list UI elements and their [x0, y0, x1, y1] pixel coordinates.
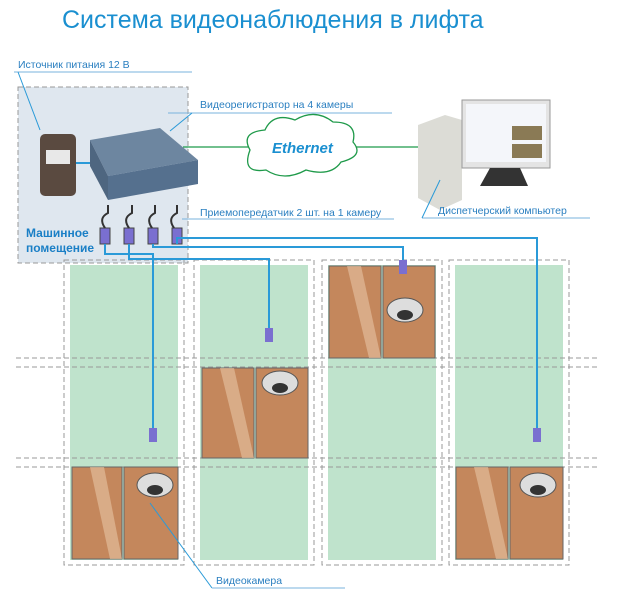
dispatcher-computer — [418, 99, 551, 210]
ethernet-cloud — [246, 113, 358, 177]
diagram-title: Система видеонаблюдения в лифта — [62, 6, 484, 34]
camera-cables — [104, 237, 538, 429]
computer-label: Диспетчерский компьютер — [438, 205, 567, 217]
transceiver-label: Приемопередатчик 2 шт. на 1 камеру — [200, 207, 382, 219]
power-label: Источник питания 12 В — [18, 59, 130, 71]
power-pointer — [17, 71, 41, 131]
ethernet-label: Ethernet — [272, 140, 334, 157]
machine-room-label-1: Машинное — [26, 226, 89, 240]
camera-label: Видеокамера — [216, 575, 282, 587]
machine-room-label-2: помещение — [26, 241, 94, 255]
power-supply — [40, 134, 76, 196]
cameras — [136, 260, 557, 498]
dvr-device — [90, 128, 198, 200]
dvr-label: Видеорегистратор на 4 камеры — [200, 99, 353, 111]
